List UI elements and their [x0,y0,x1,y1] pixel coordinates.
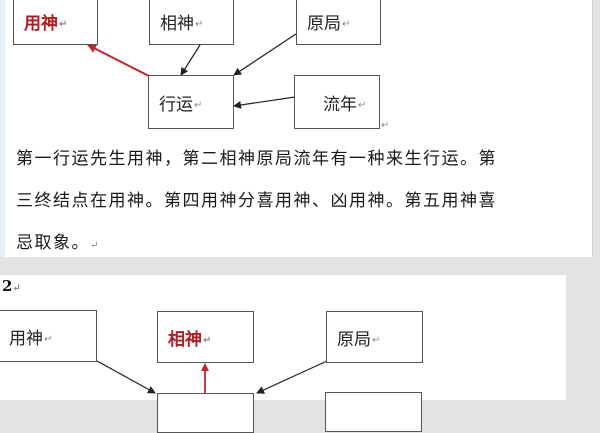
description-line-1: 第一行运先生用神，第二相神原局流年有一种来生行运。第 [16,149,497,169]
node2-yongshen: 用神↵ [0,310,97,362]
node-liunian-label: 流年 [323,94,357,115]
paragraph-mark: ↵ [381,120,390,131]
node2-xiangshen-label: 相神 [168,329,202,350]
node2-yuanju-label: 原局 [337,329,371,350]
paragraph-mark: ↵ [12,283,21,294]
arrow-xiangshen-to-xingyun [180,44,201,76]
node-xiangshen-label: 相神 [160,14,194,34]
node2-yongshen-label: 用神 [9,328,43,349]
section-2-label: 2↵ [2,277,21,295]
node-yongshen-label: 用神 [24,14,58,34]
paragraph-mark: ↵ [372,334,381,346]
node-xiangshen: 相神↵ [149,0,234,45]
paragraph-mark: ↵ [90,240,100,251]
arrow-xingyun-to-yongshen [87,44,150,77]
paragraph-mark: ↵ [44,333,53,345]
document-page-1: 用神↵ 相神↵ 原局↵ 行运↵ 流年↵ ↵ 第一行运先生用神，第二相神原局流年有… [0,0,593,257]
node-yuanju: 原局↵ [296,0,381,45]
node2-center [157,393,254,433]
description-line-3-text: 忌取象。 [16,233,90,253]
node-yuanju-label: 原局 [307,14,341,34]
description-line-2: 三终结点在用神。第四用神分喜用神、凶用神。第五用神喜 [16,191,497,211]
arrow-yongshen-to-center [96,360,156,394]
page-left-margin-strip [0,0,5,257]
arrow-liunian-to-xingyun [233,96,296,109]
node2-lower-right [325,392,422,432]
paragraph-mark: ↵ [358,99,367,111]
arrow-yuanju-to-center [256,360,328,394]
paragraph-mark: ↵ [195,19,204,30]
paragraph-mark: ↵ [342,19,351,30]
description-line-3: 忌取象。↵ [16,228,100,253]
node-yongshen: 用神↵ [13,0,98,45]
node-xingyun: 行运↵ [148,75,234,129]
paragraph-mark: ↵ [194,99,203,111]
section-2-number: 2 [2,277,13,295]
document-page-2: 2↵ 用神↵ 相神↵ 原局↵ [0,275,566,433]
node2-yuanju: 原局↵ [326,311,423,363]
node-xingyun-label: 行运 [159,94,193,115]
paragraph-mark: ↵ [59,19,68,30]
arrow-yuanju-to-xingyun [233,33,297,76]
paragraph-mark: ↵ [203,334,212,346]
node-liunian: 流年↵ [294,75,380,129]
node2-xiangshen: 相神↵ [157,311,254,363]
